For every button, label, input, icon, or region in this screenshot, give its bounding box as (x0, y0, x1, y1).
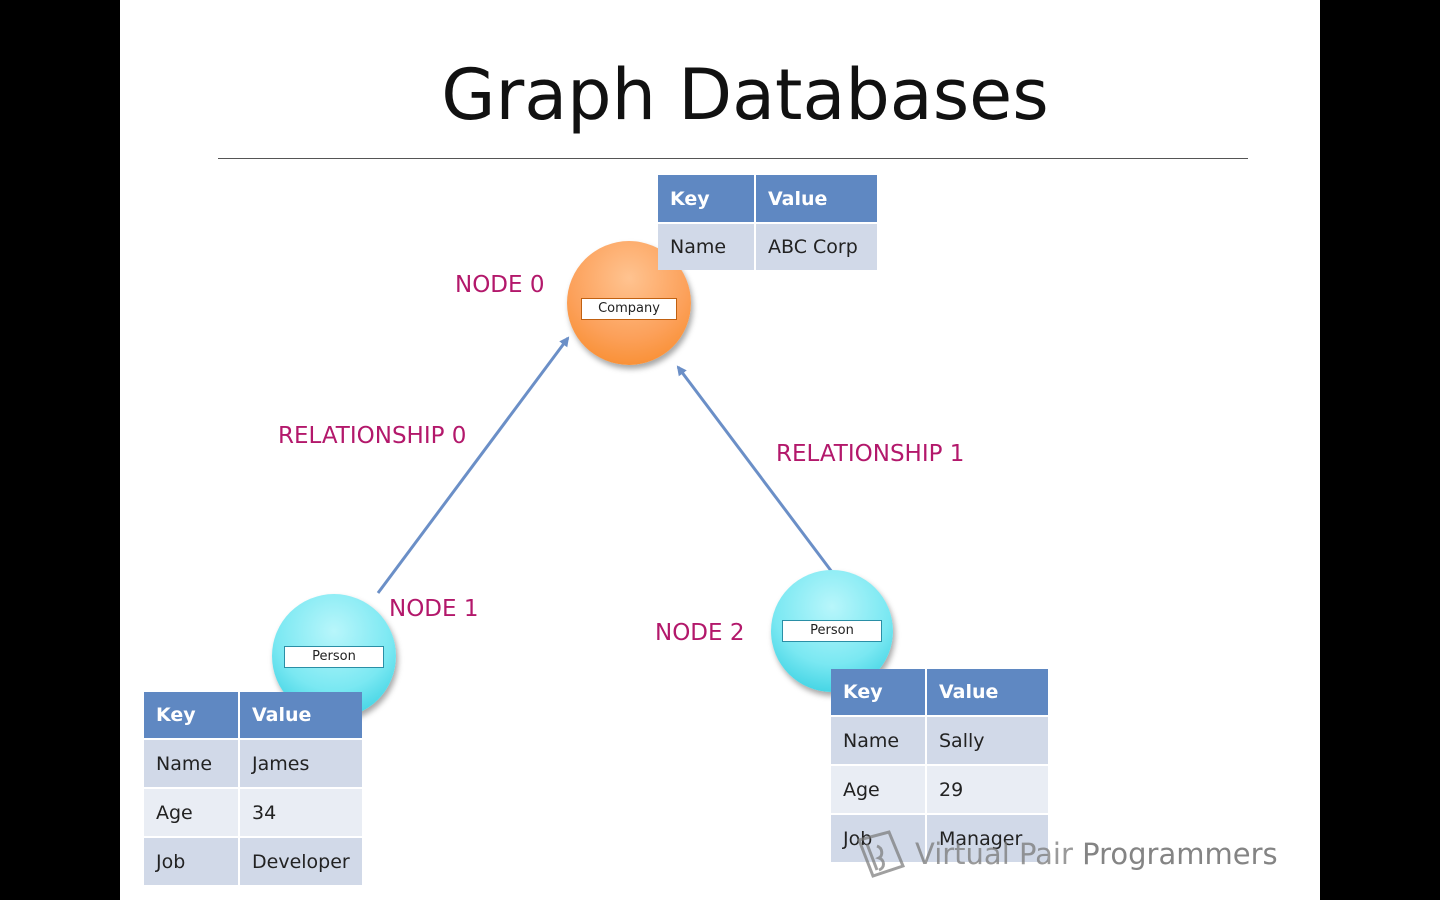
table-row: Name Sally (831, 717, 1048, 764)
table-header-key: Key (144, 692, 238, 738)
node-0-type-label: Company (581, 298, 677, 320)
title-divider (218, 158, 1248, 159)
table-cell-key: Job (144, 838, 238, 885)
table-row: Age 29 (831, 766, 1048, 813)
watermark: Virtual Pair Programmers (853, 826, 1278, 882)
node-0-circle[interactable]: Company (567, 241, 691, 365)
table-cell-value: Developer (240, 838, 362, 885)
table-cell-key: Age (144, 789, 238, 836)
table-row: Name James (144, 740, 362, 787)
table-cell-key: Name (144, 740, 238, 787)
node-1-type-label: Person (284, 646, 384, 668)
table-row: Job Manager (831, 815, 1048, 862)
slide: Graph Databases Company NODE 0 Key Value… (120, 0, 1320, 900)
node-0-label: NODE 0 (455, 272, 545, 298)
table-cell-value: Sally (927, 717, 1048, 764)
sally-properties-table: Key Value Name Sally Age 29 Job Manager (829, 667, 1050, 864)
james-properties-table: Key Value Name James Age 34 Job Develope… (142, 690, 364, 887)
vpp-logo-icon (856, 830, 905, 878)
watermark-text-strong: Programmers (1082, 837, 1278, 871)
relationship-arrows (376, 336, 834, 594)
table-cell-value: 29 (927, 766, 1048, 813)
table-cell-key: Age (831, 766, 925, 813)
table-cell-value: ABC Corp (756, 224, 877, 270)
table-cell-value: 34 (240, 789, 362, 836)
table-cell-key: Job (831, 815, 925, 862)
watermark-text-light: Virtual Pair (915, 837, 1083, 871)
table-header-key: Key (831, 669, 925, 715)
slide-title: Graph Databases (441, 54, 1049, 136)
company-properties-table: Key Value Name ABC Corp (656, 173, 879, 272)
relationship-0-label: RELATIONSHIP 0 (278, 423, 467, 449)
table-cell-key: Name (831, 717, 925, 764)
table-cell-value: James (240, 740, 362, 787)
table-header-value: Value (756, 175, 877, 222)
table-header-value: Value (240, 692, 362, 738)
node-1-label: NODE 1 (389, 596, 479, 622)
table-cell-value: Manager (927, 815, 1048, 862)
relationship-0-arrow (376, 336, 570, 594)
table-row: Job Developer (144, 838, 362, 885)
relationship-1-label: RELATIONSHIP 1 (776, 441, 965, 467)
node-2-label: NODE 2 (655, 620, 745, 646)
table-row: Age 34 (144, 789, 362, 836)
table-header-key: Key (658, 175, 754, 222)
node-2-type-label: Person (782, 620, 882, 642)
table-header-value: Value (927, 669, 1048, 715)
table-cell-key: Name (658, 224, 754, 270)
relationship-1-arrow (676, 365, 834, 573)
